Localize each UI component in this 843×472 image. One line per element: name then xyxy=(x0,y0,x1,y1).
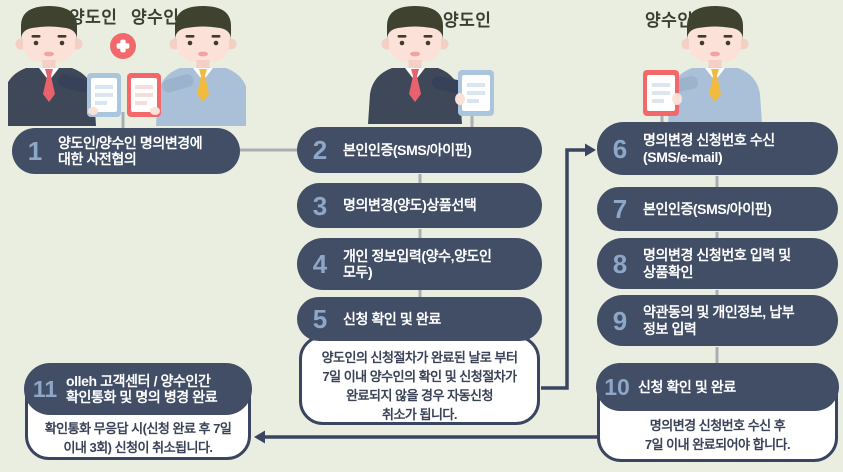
step-10-pill: 10 신청 확인 및 완료 xyxy=(596,363,839,411)
step-number: 3 xyxy=(312,190,328,221)
tablet-icon xyxy=(455,70,494,116)
step-label: 본인인증(SMS/아이핀) xyxy=(643,200,772,217)
step-label: 개인 정보입력(양수,양도인 모두) xyxy=(343,247,492,281)
transferee-illustration xyxy=(643,6,762,124)
step-number: 9 xyxy=(612,305,628,336)
note-text: 확인통화 무응답 시(신청 완료 후 7일 이내 3회) 신청이 취소됩니다. xyxy=(44,421,232,455)
tablet-icon xyxy=(127,73,161,117)
step-label: 명의변경(양도)상품선택 xyxy=(343,197,477,214)
step-5-pill: 5 신청 확인 및 완료 xyxy=(297,297,542,341)
step-label: 본인인증(SMS/아이핀) xyxy=(343,141,472,158)
step-label: 신청 확인 및 완료 xyxy=(343,310,441,327)
note-text: 명의변경 신청번호 수신 후 7일 이내 완료되어야 합니다. xyxy=(644,418,791,452)
step-label: 명의변경 신청번호 입력 및 상품확인 xyxy=(643,247,791,280)
person-transferor xyxy=(8,6,96,126)
step-11-pill: 11 olleh 고객센터 / 양수인간 확인통화 및 명의 병경 완료 xyxy=(24,363,252,415)
connector-arrow-step10-to-step11 xyxy=(254,430,597,444)
transferor-illustration xyxy=(368,6,494,124)
step-2-pill: 2 본인인증(SMS/아이핀) xyxy=(297,127,542,173)
arrow-right-icon xyxy=(585,143,596,157)
step-10-box: 명의변경 신청번호 수신 후 7일 이내 완료되어야 합니다. 10 신청 확인… xyxy=(596,363,839,462)
step-5-note: 양도인의 신청절차가 완료된 날로 부터 7일 이내 양수인의 확인 및 신청절… xyxy=(299,335,540,425)
step-number: 1 xyxy=(27,136,43,166)
step-4-pill: 4 개인 정보입력(양수,양도인 모두) xyxy=(297,238,542,290)
person-transferee xyxy=(662,6,762,124)
step-1-pill: 1 양도인/양수인 명의변경에 대한 사전협의 xyxy=(12,128,240,174)
step-label: 신청 확인 및 완료 xyxy=(638,378,736,395)
plus-icon xyxy=(110,33,136,59)
step-label: 명의변경 신청번호 수신 (SMS/e-mail) xyxy=(643,132,775,165)
step-6-pill: 6 명의변경 신청번호 수신 (SMS/e-mail) xyxy=(597,122,838,175)
step-label: olleh 고객센터 / 양수인간 확인통화 및 명의 병경 완료 xyxy=(66,372,218,406)
connector-arrow-step5-to-step6 xyxy=(541,143,596,390)
label-transferee-left: 양수인 xyxy=(131,8,180,27)
step-number: 10 xyxy=(604,373,630,400)
label-transferor-mid: 양도인 xyxy=(443,11,492,30)
step-8-pill: 8 명의변경 신청번호 입력 및 상품확인 xyxy=(597,238,838,289)
person-transferor xyxy=(368,6,468,124)
tablet-icon xyxy=(643,70,682,116)
step-number: 5 xyxy=(312,304,328,334)
step-number: 8 xyxy=(612,248,628,279)
person-transferee xyxy=(156,6,246,126)
step-11-box: 확인통화 무응답 시(신청 완료 후 7일 이내 3회) 신청이 취소됩니다. … xyxy=(24,363,252,460)
step-9-pill: 9 약관동의 및 개인정보, 납부 정보 입력 xyxy=(597,295,838,346)
step-number: 7 xyxy=(612,194,628,224)
tablet-icon xyxy=(87,73,121,117)
step-number: 6 xyxy=(612,133,628,164)
step-label: 약관동의 및 개인정보, 납부 정보 입력 xyxy=(643,304,795,337)
arrow-left-icon xyxy=(254,430,265,444)
step-label: 양도인/양수인 명의변경에 대한 사전협의 xyxy=(58,134,203,168)
note-text: 양도인의 신청절차가 완료된 날로 부터 7일 이내 양수인의 확인 및 신청절… xyxy=(321,350,518,422)
step-3-pill: 3 명의변경(양도)상품선택 xyxy=(297,183,542,228)
label-transferor-left: 양도인 xyxy=(69,8,118,27)
transferor-transferee-illustration xyxy=(8,6,246,126)
step-number: 2 xyxy=(312,135,328,165)
step-number: 4 xyxy=(312,249,328,279)
label-transferee-right: 양수인 xyxy=(645,11,694,30)
step-7-pill: 7 본인인증(SMS/아이핀) xyxy=(597,187,838,231)
step-number: 11 xyxy=(32,375,58,402)
